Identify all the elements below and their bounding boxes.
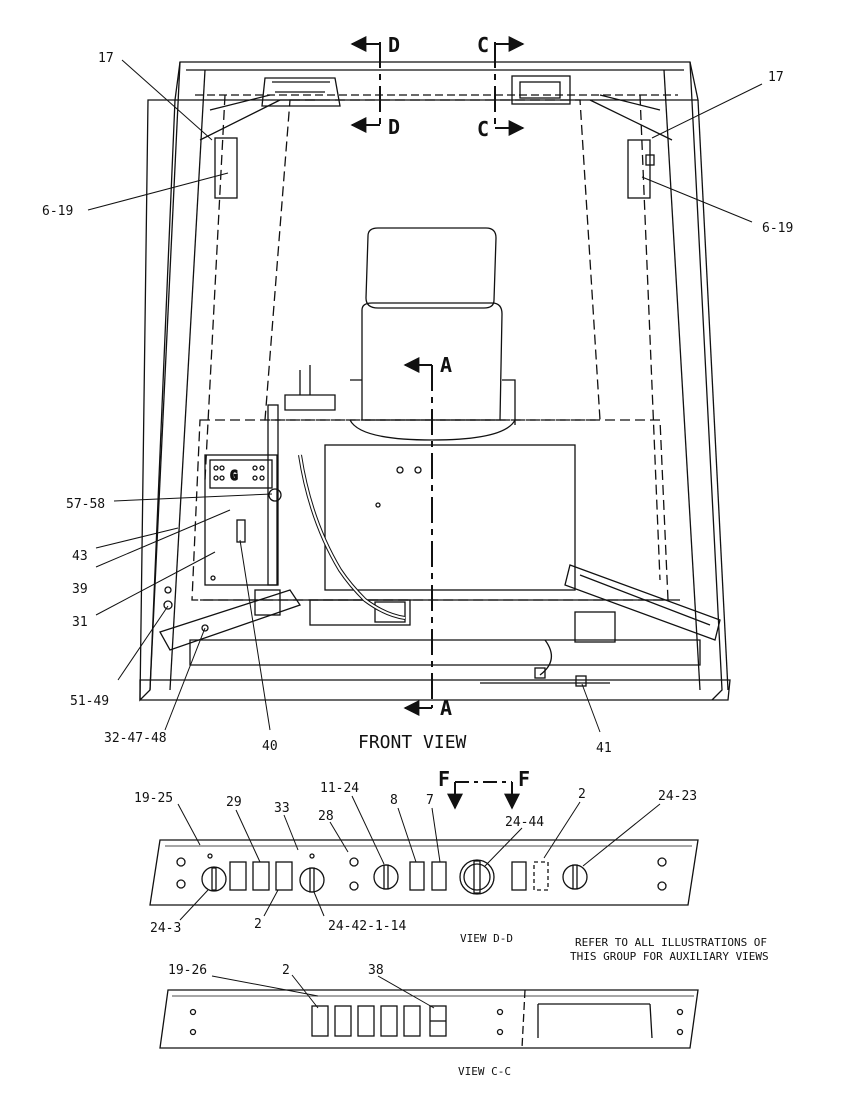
callout-24-42-1-14: 24-42-1-14: [328, 919, 406, 934]
section-f-label-left: F: [438, 767, 450, 791]
callout-51-49: 51-49: [70, 694, 109, 709]
callout-2-top: 2: [578, 787, 586, 802]
callout-19-25: 19-25: [134, 791, 173, 806]
section-c-label-top: C: [477, 33, 489, 57]
view-d-d-leaders: [177, 795, 661, 921]
callout-40: 40: [262, 739, 278, 754]
callout-24-44: 24-44: [505, 815, 544, 830]
knob-24-42: [299, 867, 325, 893]
rocker-switch: [311, 1005, 329, 1037]
view-d-d-caption: VIEW D-D: [460, 932, 513, 945]
view-d-d-panel: [149, 839, 699, 906]
rocker-switch: [380, 1005, 398, 1037]
front-view-caption: FRONT VIEW: [358, 732, 467, 753]
rocker-switch: [229, 861, 247, 891]
callout-11-24: 11-24: [320, 781, 359, 796]
callout-41: 41: [596, 741, 612, 756]
view-c-c-panel: [159, 989, 699, 1049]
cab-right-pillar: [689, 61, 723, 701]
note-line-2: THIS GROUP FOR AUXILIARY VIEWS: [570, 950, 769, 963]
section-a-label-bottom: A: [440, 696, 452, 720]
callout-2: 2: [282, 963, 290, 978]
cab-floor: [191, 419, 669, 601]
seat-back: [361, 302, 503, 421]
section-a-label-top: A: [440, 353, 452, 377]
switch-2: [511, 861, 527, 891]
seat-headrest: [365, 227, 497, 309]
callout-24-3: 24-3: [150, 921, 181, 936]
switch-7: [431, 861, 447, 891]
callout-31: 31: [72, 615, 88, 630]
callout-38: 38: [368, 963, 384, 978]
callout-17-left: 17: [98, 51, 114, 66]
rocker-switch: [334, 1005, 352, 1037]
center-panel: [324, 444, 576, 591]
knob-11-24: [373, 864, 399, 890]
callout-28: 28: [318, 809, 334, 824]
callout-57-58: 57-58: [66, 497, 105, 512]
callout-43: 43: [72, 549, 88, 564]
switch-8: [409, 861, 425, 891]
callout-19-26: 19-26: [168, 963, 207, 978]
rocker-switch: [357, 1005, 375, 1037]
callout-24-23: 24-23: [658, 789, 697, 804]
rocker-switch: [252, 861, 270, 891]
callout-29: 29: [226, 795, 242, 810]
section-lines: [350, 36, 525, 716]
cab-front-view: G: [139, 61, 731, 702]
right-console: [564, 564, 721, 641]
view-c-c-leaders: [211, 974, 435, 1009]
section-d-label-bottom: D: [388, 115, 400, 139]
rocker-switch: [275, 861, 293, 891]
callout-7: 7: [426, 793, 434, 808]
callout-6-19-right: 6-19: [762, 221, 793, 236]
rocker-switch: [403, 1005, 421, 1037]
note-line-1: REFER TO ALL ILLUSTRATIONS OF: [575, 936, 767, 949]
callout-2-bottom: 2: [254, 917, 262, 932]
rear-window: [264, 99, 601, 421]
callout-8: 8: [390, 793, 398, 808]
left-console: [159, 589, 302, 651]
knob-24-44: [459, 859, 495, 895]
svg-text:G: G: [230, 469, 238, 484]
callout-33: 33: [274, 801, 290, 816]
section-d-label-top: D: [388, 33, 400, 57]
callout-39: 39: [72, 582, 88, 597]
view-c-c-caption: VIEW C-C: [458, 1065, 511, 1078]
callout-32-47-48: 32-47-48: [104, 731, 167, 746]
section-c-label-bottom: C: [477, 117, 489, 141]
front-view-leaders: [87, 59, 763, 733]
callout-17-right: 17: [768, 70, 784, 85]
cab-left-pillar: [139, 99, 176, 702]
knob-24-23: [562, 864, 588, 890]
section-f-line: [447, 781, 520, 810]
left-control-panel: [204, 454, 278, 586]
callout-6-19-left: 6-19: [42, 204, 73, 219]
cab-roof: [174, 61, 699, 101]
section-f-label-right: F: [518, 767, 530, 791]
knob-24-3: [201, 866, 227, 892]
